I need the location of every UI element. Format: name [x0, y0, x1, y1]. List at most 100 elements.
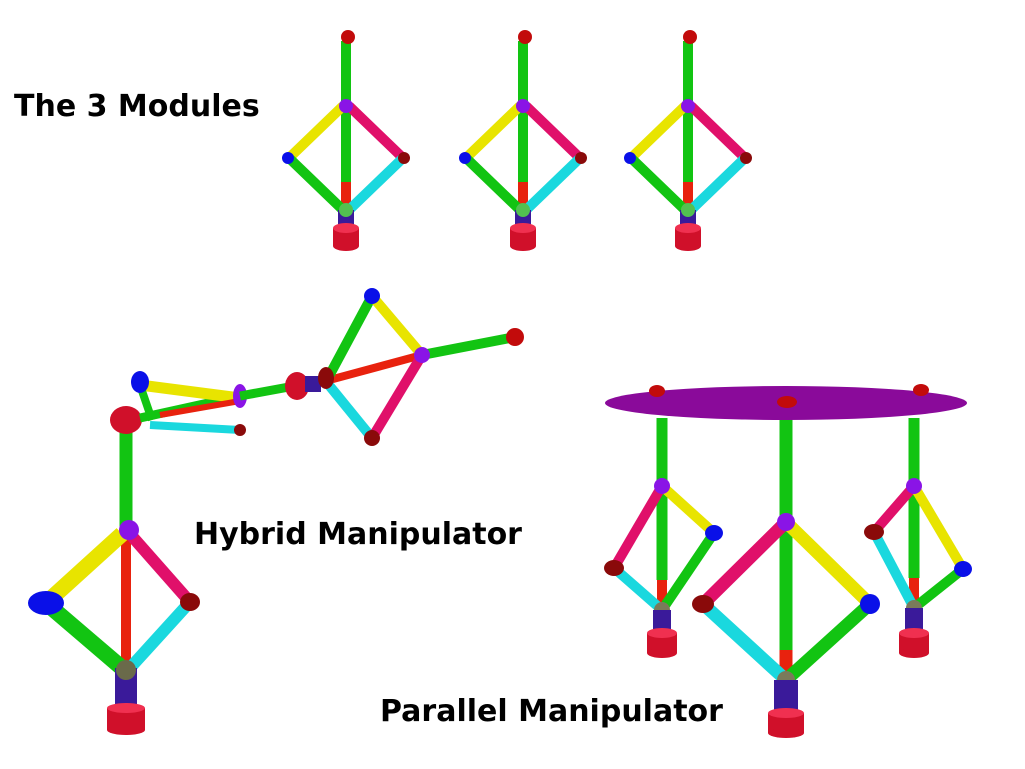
cylinder-body [768, 713, 804, 733]
yellow-link [40, 528, 128, 609]
hybrid-manipulator-title: Hybrid Manipulator [194, 517, 522, 552]
cyan-link [324, 380, 376, 442]
blue-joint [954, 561, 972, 577]
right-joint [740, 152, 752, 164]
cyan-link [522, 154, 584, 214]
cylinder-body [899, 633, 929, 653]
green-link [910, 565, 967, 612]
cyan-link [869, 529, 919, 611]
module-base [510, 223, 536, 251]
left-joint [282, 152, 294, 164]
red-joint [318, 367, 334, 389]
purple-joint [414, 347, 430, 363]
green-link [462, 154, 524, 214]
green-link [40, 596, 128, 675]
magenta-link [870, 482, 918, 536]
green-link [285, 154, 347, 214]
yellow-link [285, 102, 347, 162]
module-2 [459, 30, 587, 251]
magenta-link [609, 483, 667, 571]
green-link [657, 530, 719, 613]
yellow-link [781, 517, 875, 609]
base-column [905, 608, 923, 633]
green-link [323, 293, 377, 381]
lower-joint [116, 660, 136, 680]
plate-joint [777, 396, 797, 408]
cyan-link [610, 564, 666, 614]
left-joint [624, 152, 636, 164]
red-joint [234, 424, 246, 436]
cylinder-top [510, 223, 536, 233]
blue-joint [364, 288, 380, 304]
upper-joint [681, 99, 695, 113]
module-1 [282, 30, 410, 251]
yellow-link [627, 102, 689, 162]
cylinder-body [647, 633, 677, 653]
yellow-link [368, 292, 426, 359]
left-joint [28, 591, 64, 615]
blue-joint [131, 371, 149, 393]
upper-joint [339, 99, 353, 113]
magenta-link [522, 102, 584, 162]
right-joint [575, 152, 587, 164]
upper-joint [654, 478, 670, 494]
cyan-link [687, 154, 749, 214]
magenta-link [125, 530, 195, 606]
cylinder-top [333, 223, 359, 233]
red-joint [364, 430, 380, 446]
red-joint [864, 524, 884, 540]
hybrid-manipulator-drawing [28, 288, 524, 735]
blue-joint [705, 525, 723, 541]
module-3 [624, 30, 752, 251]
cylinder-top [647, 628, 677, 638]
end-tip [506, 328, 524, 346]
parallel-manipulator-title: Parallel Manipulator [380, 694, 723, 729]
base-column [115, 668, 137, 710]
parallel-manipulator-drawing [604, 384, 972, 738]
plate-joint [913, 384, 929, 396]
yellow-link [909, 483, 968, 572]
plate-joint [649, 385, 665, 397]
top-tip [683, 30, 697, 44]
right-joint [398, 152, 410, 164]
upper-joint [777, 513, 795, 531]
base-column [653, 610, 671, 633]
red-link [159, 398, 241, 418]
lower-joint [516, 203, 530, 217]
right-joint [180, 593, 200, 611]
cylinder-top [675, 223, 701, 233]
cylinder-bottom [675, 241, 701, 251]
elbow-joint [110, 406, 142, 434]
upper-joint [516, 99, 530, 113]
magenta-link [698, 517, 791, 609]
left-joint [459, 152, 471, 164]
cylinder-bottom [510, 241, 536, 251]
cyan-link [149, 421, 241, 434]
leg-base [899, 628, 929, 658]
magenta-link [367, 352, 427, 441]
hybrid-base [107, 703, 145, 735]
magenta-link [345, 102, 407, 162]
link-rod [421, 332, 516, 360]
cylinder-bottom [899, 648, 929, 658]
cyan-link [125, 597, 195, 673]
yellow-link [462, 102, 524, 162]
modules-title: The 3 Modules [14, 89, 260, 124]
connector-joint [285, 372, 309, 400]
leg-base [768, 708, 804, 738]
upper-joint [906, 478, 922, 494]
red-link [320, 351, 424, 386]
cylinder-body [510, 228, 536, 246]
cylinder-top [768, 708, 804, 718]
top-tip [518, 30, 532, 44]
cylinder-bottom [647, 648, 677, 658]
red-joint [604, 560, 624, 576]
cylinder-top [107, 703, 145, 713]
blue-joint [860, 594, 880, 614]
green-link [781, 599, 875, 685]
cylinder-body [333, 228, 359, 246]
leg-base [647, 628, 677, 658]
module-base [675, 223, 701, 251]
upper-joint [119, 520, 139, 540]
